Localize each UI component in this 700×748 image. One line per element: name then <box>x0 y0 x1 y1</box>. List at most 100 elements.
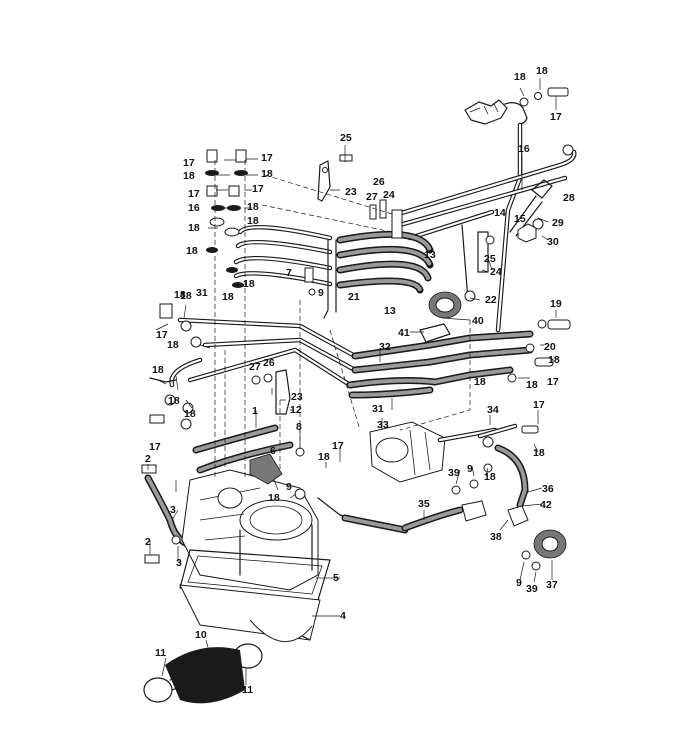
callout-6: 6 <box>270 445 276 457</box>
pressure-sensor-37 <box>507 505 567 571</box>
callout-18: 18 <box>180 290 192 302</box>
callout-9: 9 <box>318 287 324 299</box>
alignment-guides <box>214 160 471 480</box>
mid-fuel-lines <box>169 317 571 399</box>
fuel-fitting-assembly <box>464 87 569 125</box>
leader-lines <box>147 78 557 685</box>
bracket-23-upper <box>317 154 353 202</box>
callout-25: 25 <box>484 253 496 265</box>
callout-2: 2 <box>145 453 151 465</box>
callout-17: 17 <box>183 157 195 169</box>
callout-13: 13 <box>384 305 396 317</box>
callout-17: 17 <box>550 111 562 123</box>
callout-1: 1 <box>252 405 258 417</box>
callout-18: 18 <box>186 245 198 257</box>
callout-18: 18 <box>174 289 186 301</box>
callout-3: 3 <box>170 504 176 516</box>
callout-16: 16 <box>518 143 530 155</box>
callout-18: 18 <box>526 379 538 391</box>
callout-4: 4 <box>340 610 346 622</box>
callout-24: 24 <box>383 189 395 201</box>
callout-18: 18 <box>168 395 180 407</box>
banjo-bolt-stack-left <box>205 149 248 288</box>
callout-18: 18 <box>222 291 234 303</box>
callout-25: 25 <box>340 132 352 144</box>
left-mounting-bolts <box>141 464 181 564</box>
callout-37: 37 <box>546 579 558 591</box>
callout-27: 27 <box>366 191 378 203</box>
callout-23: 23 <box>291 391 303 403</box>
callout-41: 41 <box>398 327 410 339</box>
callout-17: 17 <box>156 329 168 341</box>
fuel-pump-40 <box>419 290 476 343</box>
callout-11: 11 <box>155 647 166 659</box>
callout-3: 3 <box>176 557 182 569</box>
callout-34: 34 <box>487 404 499 416</box>
callout-42: 42 <box>540 499 552 511</box>
bracket-12-23 <box>251 369 291 415</box>
callout-18: 18 <box>484 471 496 483</box>
callout-39: 39 <box>448 467 460 479</box>
left-fittings <box>149 303 202 430</box>
callout-5: 5 <box>333 572 339 584</box>
right-fuel-hose-36 <box>451 423 539 509</box>
callout-18: 18 <box>167 339 179 351</box>
callout-17: 17 <box>188 188 200 200</box>
callout-17: 17 <box>332 440 344 452</box>
callout-12: 12 <box>290 404 302 416</box>
bracket-21 <box>323 239 337 319</box>
callout-18: 18 <box>247 201 259 213</box>
hardware-9-7 <box>304 267 316 296</box>
callout-18: 18 <box>474 376 486 388</box>
callout-9: 9 <box>286 481 292 493</box>
callout-26: 26 <box>373 176 385 188</box>
callout-7: 7 <box>286 267 292 279</box>
coiled-hose-bundle-upper <box>233 224 434 294</box>
callout-21: 21 <box>348 291 360 303</box>
callout-8: 8 <box>296 421 302 433</box>
callout-36: 36 <box>542 483 554 495</box>
callout-17: 17 <box>533 399 545 411</box>
callout-22: 22 <box>485 294 497 306</box>
callout-38: 38 <box>490 531 502 543</box>
callout-18: 18 <box>184 408 196 420</box>
callout-16: 16 <box>188 202 200 214</box>
callout-17: 17 <box>547 376 559 388</box>
callout-18: 18 <box>247 215 259 227</box>
callout-17: 17 <box>149 441 161 453</box>
callout-13: 13 <box>424 249 436 261</box>
callout-26: 26 <box>263 357 275 369</box>
throttle-housing-4 <box>179 584 321 642</box>
callout-29: 29 <box>552 217 564 229</box>
intake-boot-10 <box>143 643 263 704</box>
callout-27: 27 <box>249 361 261 373</box>
callout-31: 31 <box>196 287 208 299</box>
bracket-24-25 <box>461 224 495 301</box>
upper-fuel-lines <box>392 122 577 333</box>
callout-10: 10 <box>195 629 207 641</box>
callout-2: 2 <box>145 536 151 548</box>
callout-17: 17 <box>261 152 273 164</box>
callout-14: 14 <box>494 207 506 219</box>
callout-24: 24 <box>490 266 502 278</box>
callout-23: 23 <box>345 186 357 198</box>
callout-9: 9 <box>467 463 473 475</box>
callout-40: 40 <box>472 315 484 327</box>
callout-15: 15 <box>514 213 526 225</box>
callout-39: 39 <box>526 583 538 595</box>
callout-18: 18 <box>533 447 545 459</box>
callout-18: 18 <box>536 65 548 77</box>
callout-18: 18 <box>188 222 200 234</box>
callout-32: 32 <box>379 341 391 353</box>
callout-28: 28 <box>563 192 575 204</box>
callout-18: 18 <box>183 170 195 182</box>
callout-9: 9 <box>516 577 522 589</box>
callout-18: 18 <box>152 364 164 376</box>
callout-30: 30 <box>547 236 559 248</box>
callout-18: 18 <box>514 71 526 83</box>
intake-manifold-assembly <box>181 447 319 591</box>
fuel-pump-33 <box>369 421 498 483</box>
callout-18: 18 <box>268 492 280 504</box>
